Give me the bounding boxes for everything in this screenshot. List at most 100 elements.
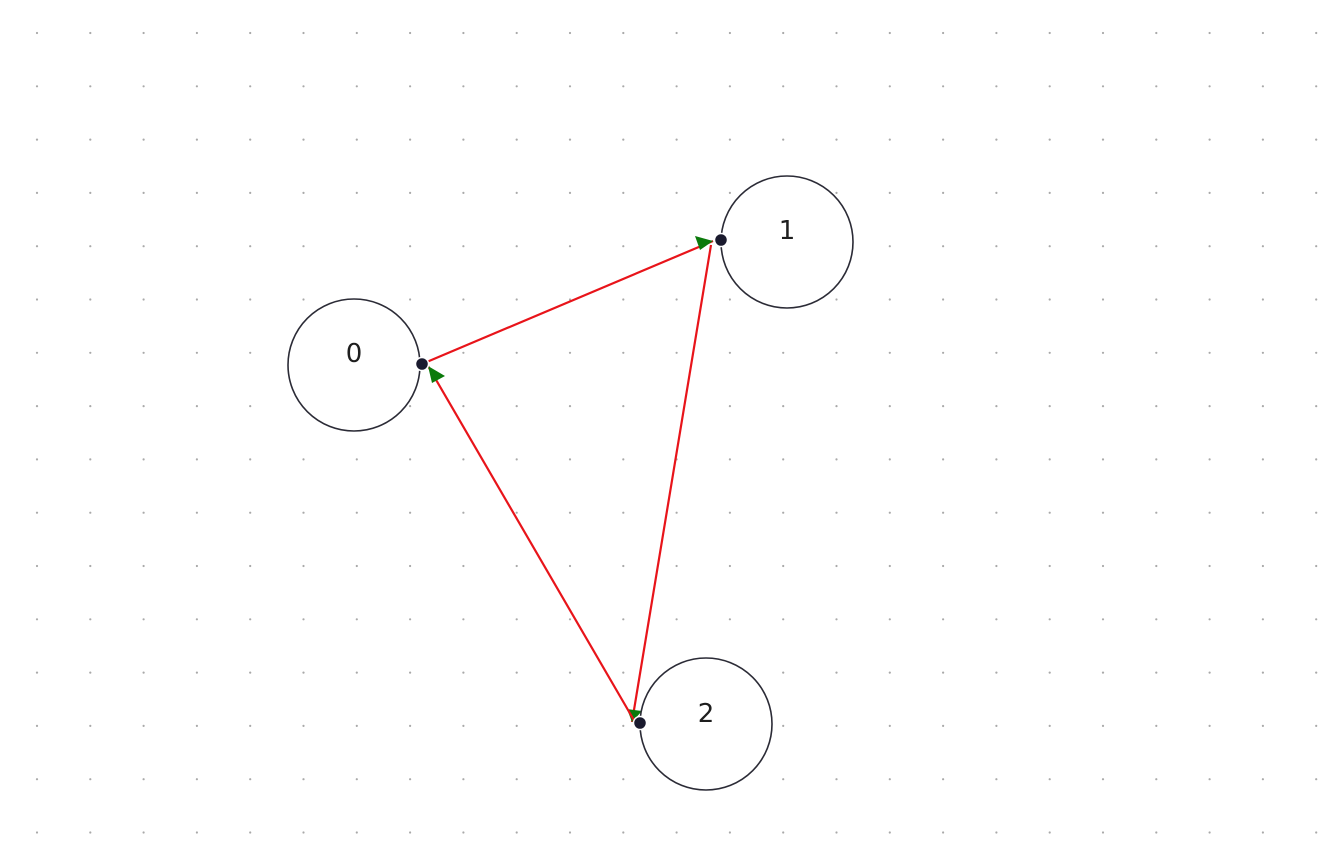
grid-dot [835, 458, 838, 461]
grid-dot [515, 724, 518, 728]
grid-dot [409, 511, 412, 514]
grid-dot [675, 298, 678, 301]
grid-dot [1315, 724, 1318, 728]
grid-dot [1261, 511, 1264, 514]
grid-dot [622, 245, 625, 248]
grid-dot [142, 351, 145, 354]
grid-dot [355, 245, 358, 248]
grid-dot [249, 618, 252, 621]
grid-dot [568, 618, 572, 621]
grid-dot [995, 671, 998, 674]
grid-dot [409, 564, 412, 568]
connection-handle[interactable] [713, 232, 729, 248]
grid-dot [142, 618, 145, 621]
grid-dot [195, 724, 198, 728]
arrowhead-icon [627, 709, 642, 722]
grid-dot [302, 511, 305, 514]
grid-dot [409, 671, 412, 674]
grid-dot [1315, 564, 1318, 568]
edge-1-to-2[interactable] [627, 244, 713, 723]
grid-dot [835, 671, 838, 674]
grid-dot [995, 191, 998, 194]
grid-dot [515, 31, 518, 35]
grid-dot [1315, 351, 1318, 354]
grid-dot [835, 724, 838, 728]
grid-dot [728, 511, 732, 514]
node-2[interactable]: 2 [632, 657, 773, 791]
grid-dot [1048, 85, 1051, 88]
grid-dot [462, 191, 465, 194]
grid-dot [462, 85, 465, 88]
grid-dot [302, 138, 305, 141]
grid-dot [675, 138, 678, 141]
grid-dot [35, 351, 39, 354]
connection-handle[interactable] [414, 356, 430, 372]
grid-dot [89, 778, 92, 781]
grid-dot [1155, 245, 1158, 248]
grid-dot [835, 618, 838, 621]
grid-dot [462, 458, 465, 461]
grid-dot [622, 31, 625, 35]
grid-dot [35, 191, 39, 194]
grid-dot [728, 31, 732, 35]
grid-dot [355, 564, 358, 568]
edge-2-to-0[interactable] [427, 365, 636, 723]
edge-line[interactable] [421, 239, 714, 366]
edge-line[interactable] [630, 244, 713, 723]
grid-dot [728, 191, 732, 194]
grid-dot [142, 245, 145, 248]
grid-dot [835, 298, 838, 301]
grid-dot [409, 298, 412, 301]
grid-dot [888, 564, 891, 568]
grid-dot [942, 298, 945, 301]
grid-dot [142, 511, 145, 514]
grid-dot [942, 724, 945, 728]
grid-dot [35, 458, 39, 461]
grid-dot [409, 245, 412, 248]
grid-dot [1048, 405, 1051, 408]
grid-dot [942, 831, 945, 834]
grid-dot [355, 85, 358, 88]
grid-dot [622, 511, 625, 514]
grid-dot [568, 85, 572, 88]
grid-dot [355, 458, 358, 461]
grid-dot [1101, 564, 1105, 568]
grid-dot [1208, 31, 1211, 35]
grid-dot [1155, 564, 1158, 568]
grid-dot [515, 564, 518, 568]
grid-dot [675, 31, 678, 35]
grid-dot [1208, 405, 1211, 408]
grid-dot [409, 405, 412, 408]
grid-dot [462, 618, 465, 621]
grid-dot [888, 778, 891, 781]
grid-dot [302, 671, 305, 674]
grid-dot [888, 724, 891, 728]
grid-dot [35, 778, 39, 781]
grid-dot [568, 778, 572, 781]
grid-dot [409, 138, 412, 141]
grid-dot [1315, 458, 1318, 461]
grid-dot [1315, 831, 1318, 834]
grid-dot [675, 405, 678, 408]
grid-dot [888, 31, 891, 35]
grid-dot [1048, 564, 1051, 568]
grid-dot [1208, 351, 1211, 354]
grid-dot [675, 618, 678, 621]
grid-dot [1048, 671, 1051, 674]
grid-dot [1261, 618, 1264, 621]
edge-0-to-1[interactable] [421, 236, 714, 366]
grid-dot [728, 351, 732, 354]
grid-dot [35, 85, 39, 88]
node-1[interactable]: 1 [713, 175, 854, 309]
grid-dot [782, 564, 785, 568]
grid-dot [249, 191, 252, 194]
edge-line[interactable] [427, 365, 636, 723]
grid-dot [1315, 778, 1318, 781]
connection-handle[interactable] [632, 715, 648, 731]
grid-dot [1208, 831, 1211, 834]
grid-dot [995, 831, 998, 834]
node-0[interactable]: 0 [287, 298, 430, 432]
grid-dot [462, 298, 465, 301]
grid-dot [568, 831, 572, 834]
